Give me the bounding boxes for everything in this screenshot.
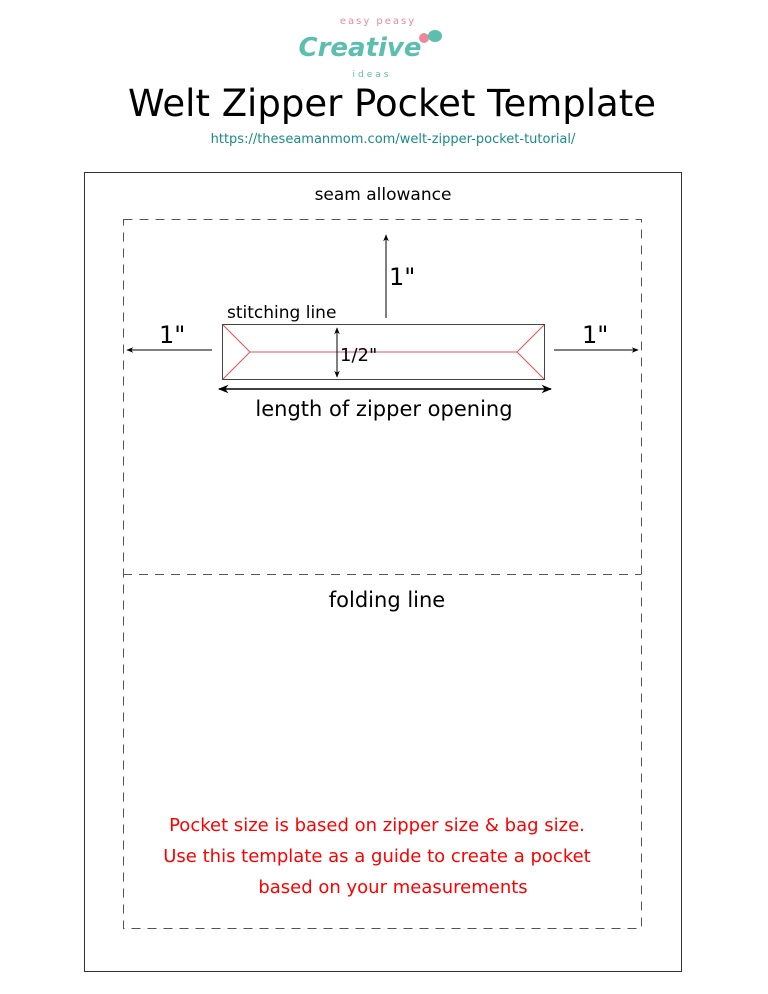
logo: easy peasy Creative ideas xyxy=(298,16,442,80)
length-label: length of zipper opening xyxy=(255,397,512,421)
zipper-opening-box xyxy=(222,324,545,380)
seam-allowance-label: seam allowance xyxy=(315,185,452,205)
note-line: Use this template as a guide to create a… xyxy=(163,846,590,867)
balloon-icon xyxy=(428,30,442,42)
pocket-note: Pocket size is based on zipper size & ba… xyxy=(163,815,590,898)
tutorial-link[interactable]: https://theseamanmom.com/welt-zipper-poc… xyxy=(211,132,576,147)
stitching-line-label: stitching line xyxy=(227,303,336,323)
left-margin-label: 1" xyxy=(159,321,185,349)
logo-main-text: Creative xyxy=(298,33,421,63)
balloon-icon xyxy=(419,33,429,43)
top-margin-label: 1" xyxy=(389,263,415,291)
logo-top-text: easy peasy xyxy=(340,16,416,27)
right-margin-label: 1" xyxy=(582,321,608,349)
outer-border xyxy=(84,172,682,972)
logo-bottom-text: ideas xyxy=(353,70,392,80)
folding-line-label: folding line xyxy=(329,588,445,612)
note-line: based on your measurements xyxy=(258,877,527,898)
note-line: Pocket size is based on zipper size & ba… xyxy=(169,815,585,836)
cut-lines xyxy=(222,324,545,380)
height-label: 1/2" xyxy=(340,345,377,366)
page-title: Welt Zipper Pocket Template xyxy=(128,82,656,125)
